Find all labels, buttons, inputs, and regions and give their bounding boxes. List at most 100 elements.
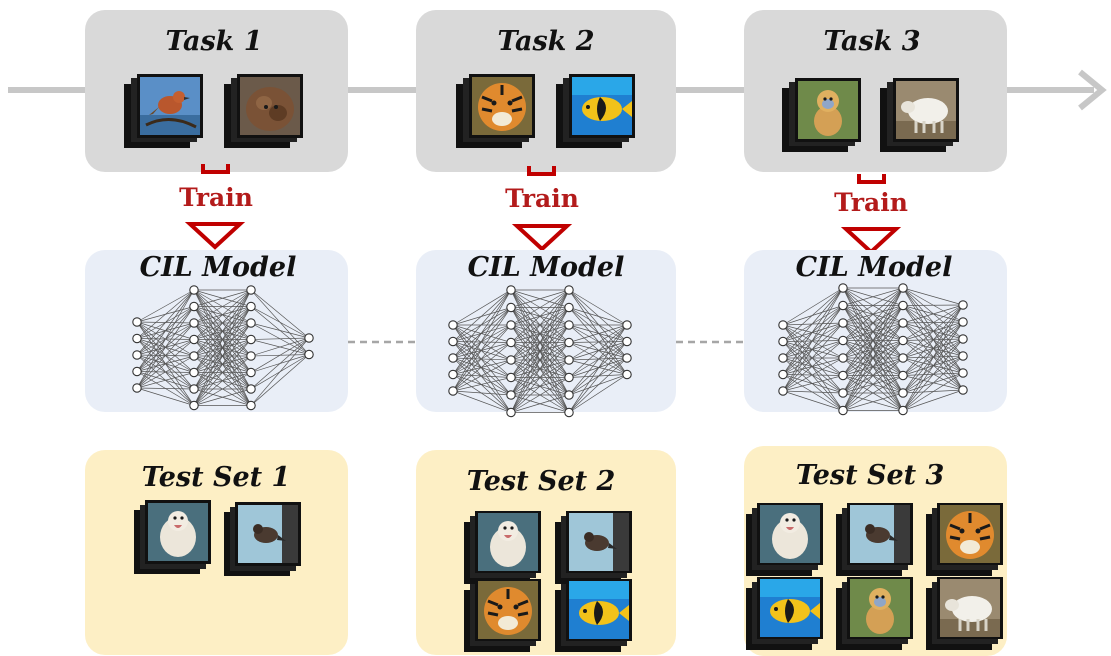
network-edge	[193, 322, 252, 406]
network-edge	[568, 374, 628, 378]
network-edge	[452, 359, 512, 392]
network-edge	[452, 374, 512, 378]
network-edge	[510, 289, 570, 308]
test-set-box-1: Test Set 1	[85, 450, 348, 655]
network-edge	[568, 324, 628, 342]
network-node	[958, 300, 968, 310]
network-edge	[782, 374, 844, 394]
network-node	[564, 285, 574, 295]
network-edge	[568, 342, 628, 375]
network-node	[564, 320, 574, 330]
network-node	[448, 320, 458, 330]
network-node	[246, 301, 256, 312]
network-edge	[250, 337, 310, 357]
network-edge	[782, 287, 844, 326]
network-edge	[193, 289, 252, 324]
network-edge	[452, 289, 512, 359]
network-node	[189, 318, 199, 328]
network-edge	[568, 357, 628, 413]
network-node	[132, 317, 142, 327]
network-node	[958, 368, 968, 378]
network-edge	[136, 289, 195, 323]
network-edge	[452, 324, 512, 392]
bird-image	[555, 511, 632, 584]
network-node	[898, 370, 908, 381]
network-node	[506, 320, 516, 330]
network-edge	[452, 341, 512, 378]
network-node	[838, 318, 848, 328]
network-node	[622, 353, 632, 363]
network-edge	[782, 357, 844, 375]
network-edge	[782, 322, 844, 342]
network-node	[838, 388, 848, 398]
network-edge	[782, 324, 844, 394]
network-edge	[136, 387, 195, 390]
network-node	[898, 283, 908, 293]
network-node	[564, 407, 574, 418]
network-edge	[452, 357, 512, 378]
fish-image	[555, 579, 632, 652]
network-edge	[250, 289, 310, 339]
dog-image	[224, 74, 303, 148]
network-edge	[568, 289, 628, 359]
network-edge	[193, 306, 252, 406]
network-edge	[250, 354, 310, 406]
network-edge	[510, 359, 570, 413]
network-node	[189, 285, 199, 295]
neural-network-2	[448, 285, 632, 418]
network-node	[448, 336, 458, 347]
network-edge	[568, 289, 628, 342]
network-edge	[902, 304, 964, 324]
sheep-image	[926, 577, 1003, 650]
train-label: Train	[179, 183, 253, 212]
network-edge	[510, 289, 570, 413]
network-node	[304, 333, 314, 343]
network-node	[778, 320, 788, 330]
network-edge	[452, 390, 512, 413]
network-edge	[902, 372, 964, 411]
network-edge	[842, 322, 904, 411]
network-edge	[250, 337, 310, 406]
network-edge	[842, 340, 904, 411]
network-edge	[902, 304, 964, 376]
network-edge	[902, 321, 964, 411]
down-arrow-icon	[511, 166, 573, 252]
network-node	[246, 351, 256, 361]
network-edge	[452, 289, 512, 326]
network-edge	[842, 305, 904, 411]
network-edge	[782, 357, 844, 376]
network-edge	[782, 341, 844, 411]
dog-image	[464, 511, 541, 584]
network-edge	[510, 377, 570, 413]
network-node	[448, 353, 458, 363]
network-edge	[452, 289, 512, 342]
network-edge	[452, 341, 512, 413]
network-node	[958, 317, 968, 327]
network-edge	[568, 324, 628, 413]
neural-network-1	[132, 285, 314, 411]
network-edge	[193, 372, 252, 406]
network-edge	[250, 337, 310, 390]
network-edge	[782, 390, 844, 394]
network-node	[506, 355, 516, 365]
network-edge	[452, 307, 512, 326]
network-node	[564, 372, 574, 383]
network-node	[304, 349, 314, 360]
network-edge	[193, 289, 252, 406]
sheep-image	[880, 78, 959, 152]
network-edge	[782, 390, 844, 411]
network-node	[246, 334, 256, 345]
network-node	[838, 283, 848, 293]
network-node	[898, 353, 908, 363]
network-edge	[568, 307, 628, 326]
network-edge	[452, 324, 512, 396]
model-box-1: CIL Model	[85, 250, 348, 412]
network-edge	[452, 357, 512, 396]
network-edge	[782, 305, 844, 326]
network-node	[132, 383, 142, 393]
network-node	[564, 302, 574, 313]
network-edge	[136, 289, 195, 339]
network-node	[778, 353, 788, 363]
network-edge	[452, 324, 512, 342]
